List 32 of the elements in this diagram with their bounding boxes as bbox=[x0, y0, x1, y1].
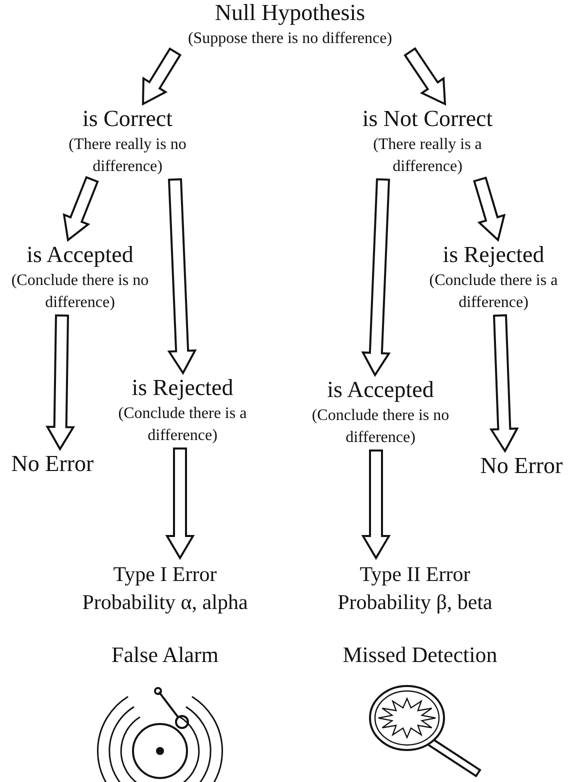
node-note: (Conclude there is no difference) bbox=[10, 271, 150, 313]
hollow-arrow bbox=[361, 449, 391, 560]
result-text: Type I Error bbox=[112, 561, 218, 588]
hollow-arrow bbox=[404, 47, 446, 106]
node-heading: No Error bbox=[479, 453, 564, 478]
outcome-label: False Alarm bbox=[112, 642, 218, 668]
node-heading: is Accepted bbox=[326, 377, 435, 402]
node-heading: No Error bbox=[10, 451, 95, 476]
node-note: (Conclude there is a difference) bbox=[428, 271, 559, 313]
hollow-arrow bbox=[165, 447, 195, 560]
result-text: Type II Error bbox=[358, 561, 472, 588]
node-heading: is Correct bbox=[81, 106, 174, 132]
node-note: (Conclude there is a difference) bbox=[117, 404, 248, 446]
outcome-label: Missed Detection bbox=[342, 642, 498, 668]
node-note: (Conclude there is no difference) bbox=[310, 406, 450, 448]
node-heading: is Accepted bbox=[26, 242, 134, 268]
hollow-arrow bbox=[361, 178, 391, 377]
node-heading: is Rejected bbox=[442, 242, 546, 268]
node-heading: is Not Correct bbox=[361, 106, 494, 132]
node-note: (There really is a difference) bbox=[372, 135, 483, 177]
node-heading: Null Hypothesis bbox=[214, 0, 366, 26]
result-text: Probability β, beta bbox=[336, 589, 494, 616]
result-text: Probability α, alpha bbox=[81, 589, 249, 616]
hollow-arrow bbox=[62, 176, 99, 242]
hollow-arrow bbox=[167, 178, 197, 375]
node-heading: is Rejected bbox=[130, 375, 234, 400]
node-note: (Suppose there is no difference) bbox=[186, 29, 394, 50]
hollow-arrow bbox=[489, 314, 519, 453]
hollow-arrow bbox=[142, 47, 182, 106]
hollow-arrow bbox=[46, 314, 76, 451]
hollow-arrow bbox=[473, 176, 506, 242]
node-note: (There really is no difference) bbox=[68, 135, 188, 177]
